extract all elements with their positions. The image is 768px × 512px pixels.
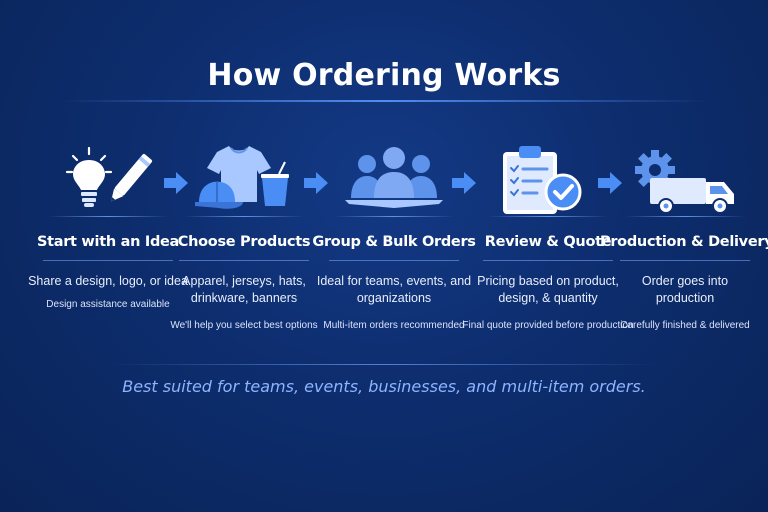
page-title: How Ordering Works bbox=[207, 58, 561, 93]
step-description: Share a design, logo, or idea bbox=[28, 274, 188, 288]
step-title: Review & Quote bbox=[484, 234, 612, 250]
icon-underline bbox=[184, 216, 304, 217]
bottom-divider bbox=[110, 364, 658, 365]
arrow-right-icon bbox=[452, 172, 476, 194]
arrow-right-icon bbox=[598, 172, 622, 194]
title-divider bbox=[60, 100, 708, 102]
step-divider bbox=[483, 260, 613, 261]
step-description: Apparel, jerseys, hats, drinkware, banne… bbox=[182, 274, 306, 305]
step-divider bbox=[179, 260, 309, 261]
step-description: Pricing based on product, design, & quan… bbox=[477, 274, 619, 305]
step-divider bbox=[620, 260, 750, 261]
arrow-right-icon bbox=[164, 172, 188, 194]
step-note: We'll help you select best options bbox=[170, 320, 318, 331]
step-title: Group & Bulk Orders bbox=[312, 234, 476, 250]
step-note: Design assistance available bbox=[46, 299, 170, 310]
step-note: Carefully finished & delivered bbox=[620, 320, 750, 331]
step-title: Start with an Idea bbox=[36, 234, 180, 250]
tagline: Best suited for teams, events, businesse… bbox=[122, 377, 646, 396]
step-title: Choose Products bbox=[177, 234, 311, 250]
clipboard-check-icon bbox=[473, 140, 623, 220]
step-description: Order goes into production bbox=[641, 274, 729, 305]
step-title: Production & Delivery bbox=[600, 234, 768, 250]
icon-underline bbox=[488, 216, 608, 217]
icon-underline bbox=[48, 216, 168, 217]
step-note: Final quote provided before production bbox=[462, 320, 634, 331]
step-divider bbox=[329, 260, 459, 261]
apparel-icon bbox=[169, 140, 319, 220]
step-divider bbox=[43, 260, 173, 261]
icon-underline bbox=[334, 216, 454, 217]
gear-truck-icon bbox=[610, 140, 760, 220]
icon-underline bbox=[625, 216, 745, 217]
step-description: Ideal for teams, events, and organizatio… bbox=[316, 274, 472, 305]
group-icon bbox=[319, 140, 469, 220]
step-note: Multi-item orders recommended bbox=[323, 320, 465, 331]
lightbulb-pencil-icon bbox=[33, 140, 183, 220]
arrow-right-icon bbox=[304, 172, 328, 194]
